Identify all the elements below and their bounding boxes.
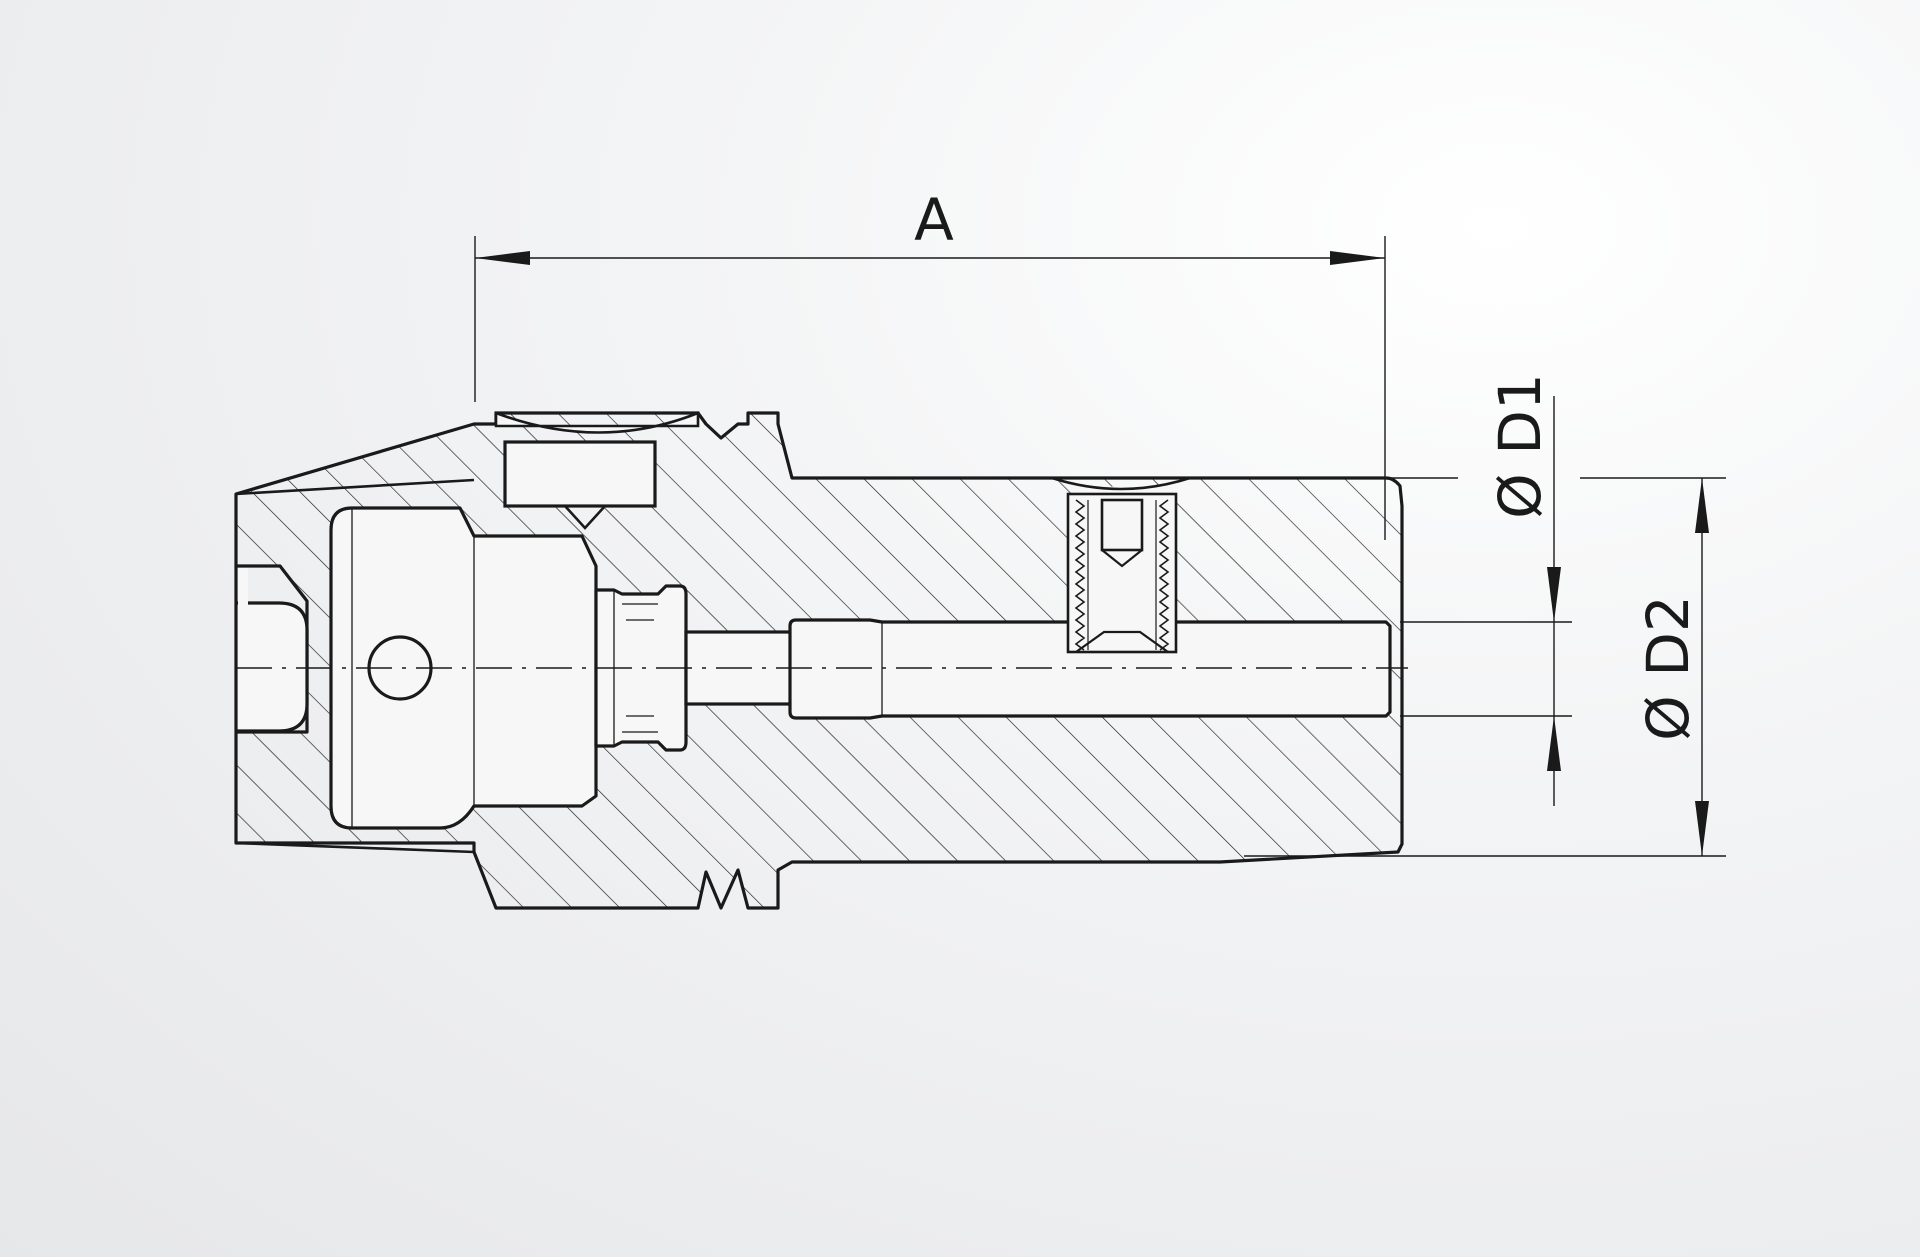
dimension-label-d2: Ø D2 [1634,595,1702,741]
arrow-d1-bottom [1547,716,1561,771]
dimension-d1: Ø D1 [1400,373,1572,806]
sidelock-thread-zone [1066,492,1178,654]
sidelock-top-arc [1051,476,1191,491]
internal-bores [234,411,1392,854]
stop-screw [594,584,688,752]
drive-slot-mask [238,568,248,728]
setscrew-hex-tip [1101,549,1143,568]
stop-screw-groove [626,619,654,717]
sidelock-bottom-cone [1075,630,1169,653]
drive-slot-cavity [234,564,309,733]
arrow-d1-top [1547,567,1561,622]
setscrew-pocket [494,411,700,434]
dimension-a: A [474,186,1386,540]
setscrew-hex-socket [1100,498,1144,552]
tool-bore [788,618,1392,720]
dimension-d2: Ø D2 [1230,477,1726,857]
arrow-d2-bottom [1695,801,1709,856]
dimension-label-a: A [914,186,954,254]
taper-bottom-line [235,841,475,854]
setscrew-body [503,440,657,508]
arrow-d2-top [1695,478,1709,533]
arrow-a-left [475,251,530,265]
setscrew-tip [564,505,606,530]
thread-left [1074,499,1086,651]
dimension-label-d1: Ø D1 [1486,373,1554,519]
thread-right [1158,499,1170,651]
arrow-a-right [1330,251,1385,265]
taper-top-line [235,478,475,496]
